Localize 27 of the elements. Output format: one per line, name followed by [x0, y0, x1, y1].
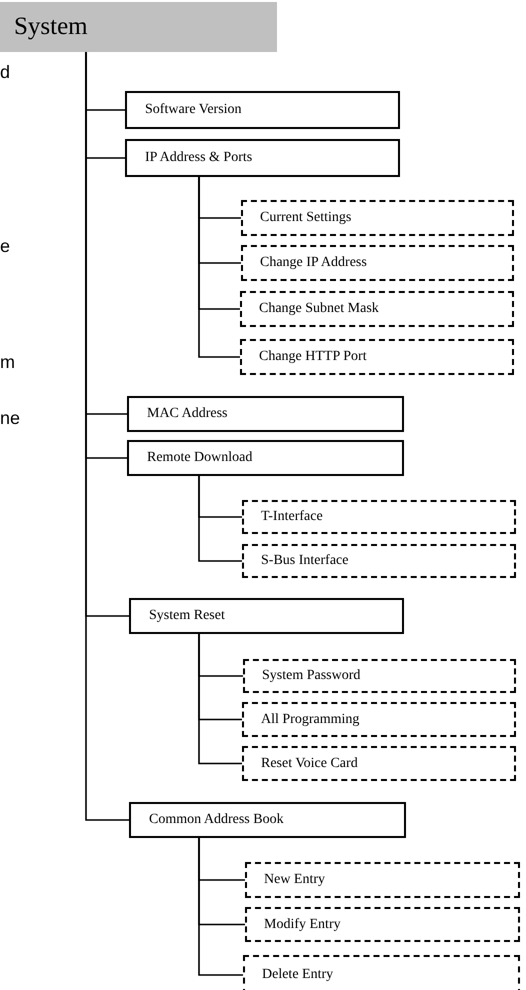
text-fragment: e	[0, 236, 10, 257]
tree-connector	[198, 177, 240, 358]
menu-box: Software Version	[125, 91, 400, 129]
tree-connector	[198, 838, 243, 976]
option-box: Change HTTP Port	[240, 339, 514, 375]
option-box: New Entry	[245, 862, 520, 898]
text-fragment: m	[0, 352, 15, 373]
option-box: Delete Entry	[243, 955, 520, 990]
menu-box: Remote Download	[127, 440, 404, 476]
option-box: Change Subnet Mask	[240, 291, 514, 327]
option-box: S-Bus Interface	[242, 544, 516, 578]
option-box: All Programming	[242, 702, 516, 737]
menu-box: IP Address & Ports	[125, 139, 400, 177]
menu-box: System Reset	[129, 598, 404, 634]
option-box: Reset Voice Card	[242, 746, 516, 781]
menu-box: Common Address Book	[129, 802, 406, 838]
section-header: System	[0, 2, 277, 52]
menu-box: MAC Address	[127, 396, 404, 432]
option-box: T-Interface	[242, 500, 516, 534]
tree-connector	[198, 476, 242, 562]
text-fragment: d	[0, 62, 10, 83]
tree-connector	[198, 634, 242, 764]
option-box: Modify Entry	[245, 907, 520, 942]
option-box: Current Settings	[241, 200, 514, 236]
option-box: Change IP Address	[241, 245, 514, 281]
option-box: System Password	[243, 659, 516, 693]
text-fragment: ne	[0, 408, 20, 429]
